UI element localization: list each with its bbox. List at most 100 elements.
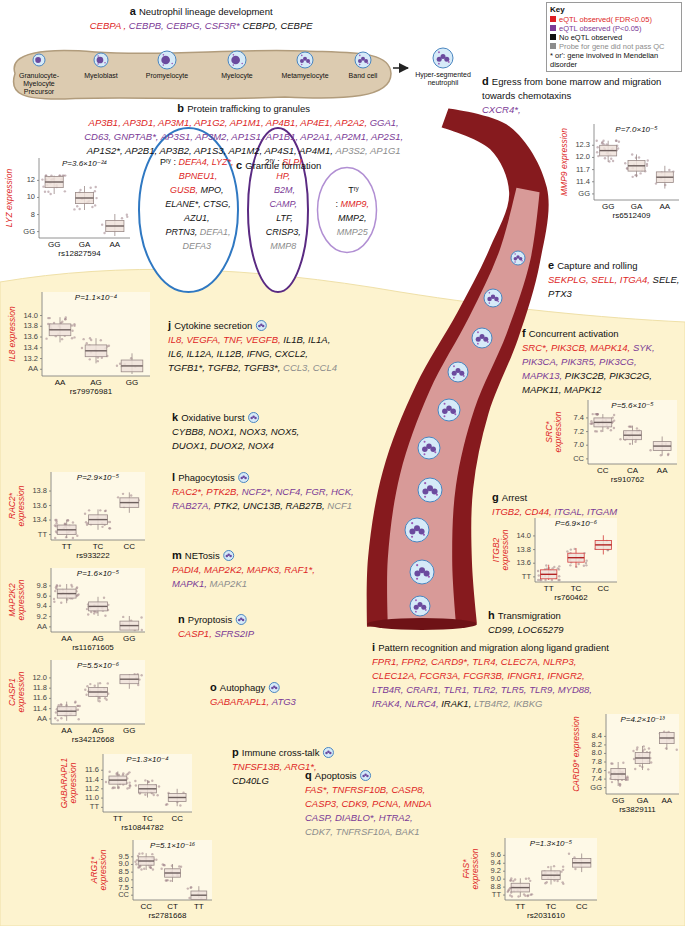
genotype-label: AA bbox=[53, 634, 81, 643]
data-point bbox=[141, 852, 143, 854]
granule-dot bbox=[424, 496, 426, 498]
median bbox=[611, 773, 626, 774]
panel-letter: j bbox=[168, 319, 171, 331]
text-block: fConcurrent activationSRC*, PIK3CB, MAPK… bbox=[522, 326, 682, 396]
tick-mark bbox=[131, 887, 133, 888]
gene-fdr: ITGB2, CD44, bbox=[492, 506, 552, 517]
data-point bbox=[639, 172, 641, 174]
tick-mark bbox=[604, 787, 606, 788]
data-point bbox=[140, 616, 142, 618]
data-point bbox=[622, 762, 624, 764]
tissue bbox=[0, 269, 685, 926]
data-point bbox=[629, 443, 631, 445]
tick-mark bbox=[533, 549, 535, 550]
data-point bbox=[537, 579, 539, 581]
tick-label: 7.4 bbox=[563, 413, 584, 423]
tick-mark bbox=[131, 864, 133, 865]
data-point bbox=[179, 804, 181, 806]
tick-mark bbox=[49, 606, 51, 607]
box bbox=[595, 540, 611, 549]
panel-letter: c bbox=[236, 159, 242, 171]
data-point bbox=[76, 705, 78, 707]
data-point bbox=[73, 208, 75, 210]
text-block: eCapture and rollingSEKPLG, SELL, ITGA4,… bbox=[548, 258, 682, 300]
granule-dot bbox=[454, 413, 456, 415]
data-point bbox=[94, 190, 96, 192]
data-point bbox=[95, 186, 97, 188]
genotype-label: AA bbox=[101, 240, 129, 249]
granule-dot bbox=[497, 301, 499, 303]
box bbox=[656, 172, 673, 183]
tick-mark bbox=[586, 431, 588, 432]
cell-icon bbox=[438, 399, 460, 421]
data-point bbox=[126, 787, 128, 789]
text-line: CYBB8, NOX1, NOX3, NOX5, bbox=[172, 424, 367, 438]
granule-dot bbox=[423, 453, 425, 455]
data-point bbox=[103, 597, 105, 599]
tick-mark bbox=[592, 169, 594, 170]
data-point bbox=[613, 414, 615, 416]
text-block: gArrestITGB2, CD44,ITGAL, ITGAM bbox=[492, 490, 680, 518]
text-line: CEBPA ,CEBPB, CEBPG, CSF3R*CEBPD, CEBPE bbox=[5, 18, 400, 32]
cell-nucleus-lobe bbox=[421, 605, 426, 610]
panel-letter: o bbox=[210, 681, 217, 693]
gene-nominal: GGA1, bbox=[370, 117, 399, 128]
box bbox=[121, 360, 143, 372]
data-point bbox=[631, 176, 633, 178]
p-value: P=1.3×10⁻⁵ bbox=[505, 839, 597, 849]
cell-icon bbox=[256, 321, 266, 331]
data-point bbox=[86, 342, 88, 344]
cell-nucleus-lobe bbox=[275, 687, 278, 690]
gene-no-eqtl: CD40LG bbox=[232, 775, 269, 786]
panel-heading: Transmigration bbox=[498, 610, 561, 621]
data-point bbox=[109, 527, 111, 529]
data-point bbox=[647, 768, 649, 770]
tick-mark bbox=[503, 879, 505, 880]
tick-label: 11.0 bbox=[78, 793, 99, 803]
marrow-outline bbox=[13, 50, 391, 99]
tick-mark bbox=[604, 779, 606, 780]
data-point bbox=[72, 537, 74, 539]
gene-nominal: NCF2*, NCF4, FGR, HCK, bbox=[242, 486, 354, 497]
tick-mark bbox=[503, 855, 505, 856]
text-line: gArrest bbox=[492, 490, 680, 504]
data-point bbox=[570, 548, 572, 550]
data-point bbox=[54, 519, 56, 521]
genotype-label: TC bbox=[134, 814, 162, 823]
snp-id: rs10844782 bbox=[93, 823, 192, 832]
tick-mark bbox=[40, 369, 42, 370]
cell-membrane bbox=[297, 52, 313, 68]
panel-heading: Pyroptosis bbox=[188, 614, 232, 625]
gene-nominal: LTB4R, CRAR1, TLR1, TLR2, TLR5, TLR9, MY… bbox=[372, 684, 592, 695]
panel-heading: Concurrent activation bbox=[529, 328, 619, 339]
tick-mark bbox=[131, 879, 133, 880]
snp-id: rs3829111 bbox=[596, 805, 679, 814]
cell-nucleus-lobe bbox=[432, 488, 438, 494]
data-point bbox=[596, 146, 598, 148]
genotype-label: CC bbox=[163, 814, 191, 823]
data-point bbox=[84, 688, 86, 690]
boxplot-panel: CASP1 expression12.011.811.611.4AAP=5.5×… bbox=[8, 658, 148, 746]
plot-background bbox=[606, 714, 679, 794]
data-point bbox=[100, 339, 102, 341]
data-point bbox=[99, 682, 101, 684]
granule-dot bbox=[301, 55, 303, 57]
tick-mark bbox=[131, 856, 133, 857]
data-point bbox=[523, 893, 525, 895]
blood-vessel-lumen bbox=[387, 188, 539, 626]
bone-marrow: Granulocyte-Myelocyte PrecursorMyeloblas… bbox=[5, 46, 393, 101]
cell-membrane bbox=[33, 54, 45, 66]
data-point bbox=[612, 160, 614, 162]
text-line: pImmune cross-talk bbox=[232, 745, 372, 759]
tick-label: 9.8 bbox=[26, 581, 47, 591]
text-line: lPhagocytosis bbox=[172, 470, 372, 484]
gene-nominal: MAPK1, bbox=[172, 578, 207, 589]
data-point bbox=[160, 868, 162, 870]
data-point bbox=[108, 527, 110, 529]
legend-text: eQTL observed (P<0.05) bbox=[559, 24, 641, 33]
data-point bbox=[610, 158, 612, 160]
plot-background bbox=[588, 400, 677, 464]
text-line: Key bbox=[550, 5, 678, 15]
gene-failed-qc: MAP2K1 bbox=[210, 578, 248, 589]
cell-membrane bbox=[438, 399, 460, 421]
